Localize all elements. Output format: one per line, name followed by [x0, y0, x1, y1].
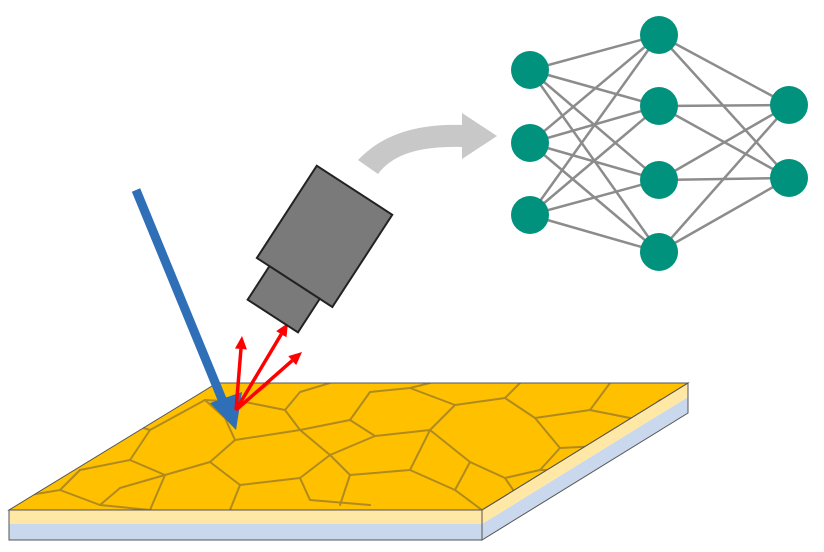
nn-output-node — [770, 86, 808, 124]
camera-lens — [246, 264, 322, 334]
film-side-layer — [482, 383, 688, 524]
incident-beam-arrow-icon — [131, 188, 242, 430]
nn-input-node — [511, 51, 549, 89]
nn-hidden-node — [640, 233, 678, 271]
nn-connection — [658, 176, 790, 254]
nn-connection — [658, 104, 790, 253]
nn-input-node — [511, 124, 549, 162]
camera-icon — [246, 164, 394, 334]
nn-hidden-node — [640, 87, 678, 125]
polycrystalline-sample-icon — [7, 382, 690, 541]
nn-hidden-node — [640, 16, 678, 54]
scattered-ray-arrows — [234, 323, 302, 412]
nn-input-node — [511, 196, 549, 234]
nn-connection — [658, 103, 790, 108]
nn-connection — [529, 34, 660, 144]
neural-network-icon — [511, 16, 808, 271]
nn-connection — [529, 105, 660, 216]
neural-network-nodes — [511, 16, 808, 271]
nn-connection — [658, 33, 790, 107]
scattered-ray-arrow-icon — [234, 323, 288, 411]
nn-connection — [658, 103, 790, 182]
substrate-side-layer — [482, 397, 688, 540]
scattered-ray-arrow-icon — [234, 336, 247, 411]
curved-arrow-icon — [358, 113, 497, 174]
nn-connection — [529, 178, 660, 217]
substrate-front-layer — [9, 524, 482, 540]
nn-connection — [529, 33, 660, 72]
scattered-ray-arrow-icon — [234, 352, 302, 412]
film-front-layer — [9, 510, 482, 524]
neural-network-connections — [528, 33, 790, 254]
nn-hidden-node — [640, 161, 678, 199]
nn-connection — [528, 34, 661, 216]
nn-connection — [529, 213, 660, 254]
nn-output-node — [770, 159, 808, 197]
